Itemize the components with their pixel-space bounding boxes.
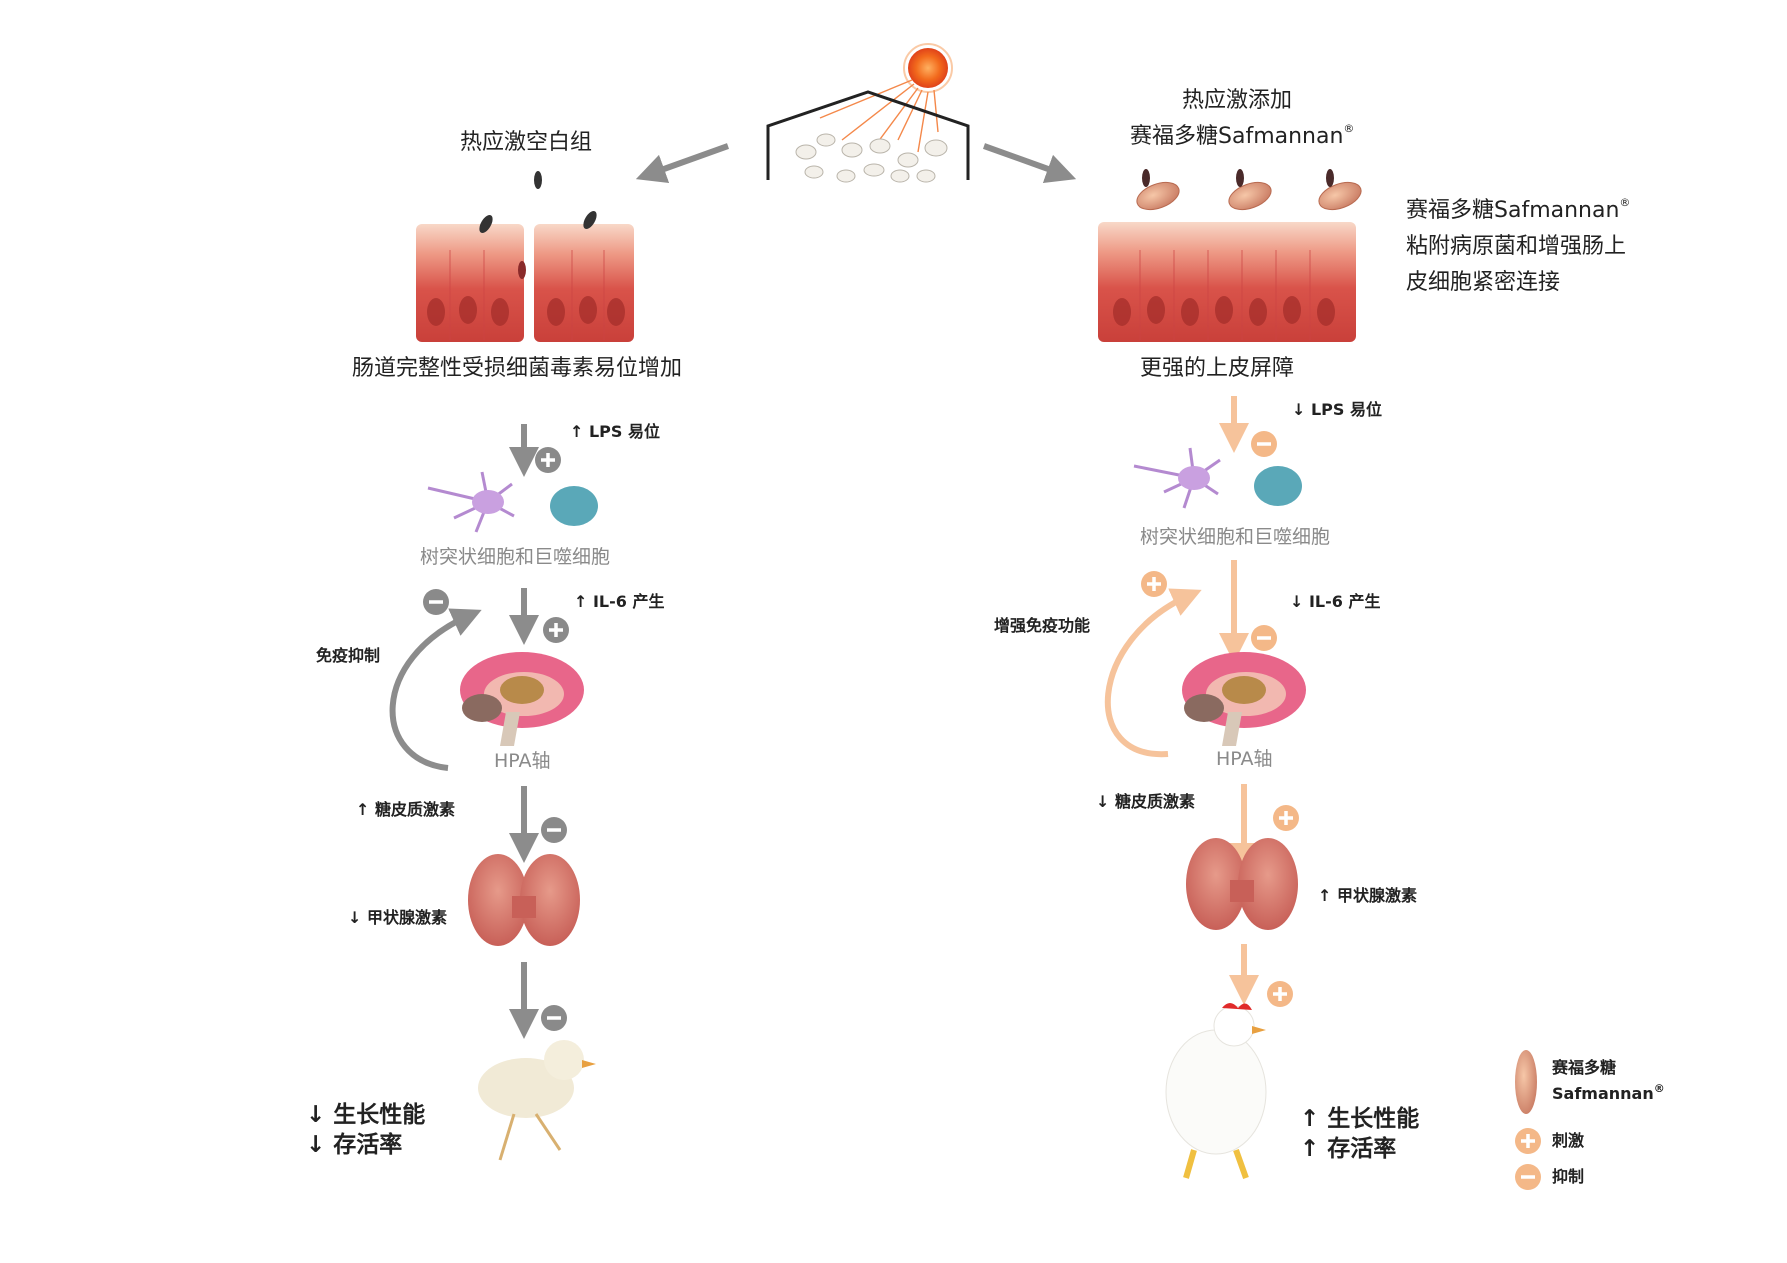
- healthy-intestine-icon: [1098, 169, 1362, 342]
- right-survival-label: ↑ 存活率: [1300, 1136, 1397, 1162]
- right-thyroid-label: ↑ 甲状腺激素: [1318, 886, 1417, 905]
- inhibit-icon: [423, 589, 449, 615]
- inhibit-icon: [1251, 625, 1277, 651]
- macrophage-icon: [1254, 466, 1302, 506]
- stimulate-icon: [1141, 571, 1167, 597]
- legend-stimulate-icon: [1515, 1128, 1541, 1154]
- inhibit-icon: [541, 1005, 567, 1031]
- legend-safmannan-line2: Safmannan®: [1552, 1082, 1665, 1103]
- brain-icon: [1182, 652, 1306, 746]
- side-note-line3: 皮细胞紧密连接: [1406, 270, 1561, 295]
- stimulate-icon: [1273, 805, 1299, 831]
- thyroid-icon: [1186, 838, 1298, 930]
- left-cells-label: 树突状细胞和巨噬细胞: [420, 546, 611, 568]
- legend-inhibit-label: 抑制: [1552, 1167, 1585, 1186]
- left-growth-label: ↓ 生长性能: [306, 1102, 426, 1128]
- right-hpa-label: HPA轴: [1216, 748, 1273, 770]
- legend-safmannan-line1: 赛福多糖: [1552, 1058, 1617, 1077]
- left-survival-label: ↓ 存活率: [306, 1132, 403, 1158]
- brain-icon: [460, 652, 584, 746]
- left-barrier-caption: 肠道完整性受损细菌毒素易位增加: [352, 356, 683, 381]
- left-group-title: 热应激空白组: [460, 130, 593, 155]
- right-group-title-line2: 赛福多糖Safmannan®: [1130, 122, 1355, 149]
- legend-inhibit-icon: [1515, 1164, 1541, 1190]
- stimulate-icon: [535, 447, 561, 473]
- right-feedback-arrow: [1104, 588, 1202, 758]
- small-chick-icon: [478, 1040, 596, 1161]
- healthy-chicken-icon: [1165, 1003, 1267, 1180]
- right-cortisol-label: ↓ 糖皮质激素: [1096, 792, 1195, 811]
- side-note-line2: 粘附病原菌和增强肠上: [1406, 234, 1627, 259]
- left-il6-label: ↑ IL-6 产生: [574, 592, 665, 611]
- inhibit-icon: [541, 817, 567, 843]
- thyroid-icon: [468, 854, 580, 946]
- right-feedback-label: 增强免疫功能: [994, 616, 1091, 635]
- left-cortisol-label: ↑ 糖皮质激素: [356, 800, 455, 819]
- stimulate-icon: [1267, 981, 1293, 1007]
- left-lps-label: ↑ LPS 易位: [570, 422, 660, 441]
- dendritic-cell-icon: [427, 471, 515, 533]
- left-feedback-arrow: [389, 608, 482, 771]
- right-cells-label: 树突状细胞和巨噬细胞: [1140, 526, 1331, 548]
- left-thyroid-label: ↓ 甲状腺激素: [348, 908, 447, 927]
- flock-icon: [795, 133, 948, 183]
- left-feedback-label: 免疫抑制: [316, 646, 381, 665]
- dendritic-cell-icon: [1133, 447, 1221, 509]
- macrophage-icon: [550, 486, 598, 526]
- safmannan-icon: [1515, 1050, 1537, 1114]
- legend-stimulate-label: 刺激: [1552, 1131, 1585, 1150]
- side-note-line1: 赛福多糖Safmannan®: [1406, 196, 1631, 223]
- right-group-title-line1: 热应激添加: [1182, 88, 1293, 113]
- damaged-intestine-icon: [416, 171, 634, 342]
- right-lps-label: ↓ LPS 易位: [1292, 400, 1382, 419]
- inhibit-icon: [1251, 431, 1277, 457]
- left-hpa-label: HPA轴: [494, 750, 551, 772]
- right-barrier-caption: 更强的上皮屏障: [1140, 356, 1295, 381]
- right-il6-label: ↓ IL-6 产生: [1290, 592, 1381, 611]
- barn-icon: [766, 90, 970, 180]
- stimulate-icon: [543, 617, 569, 643]
- arrow-to-left-group: [635, 143, 730, 184]
- sun-icon: [819, 43, 953, 153]
- right-growth-label: ↑ 生长性能: [1300, 1106, 1420, 1132]
- arrow-to-right-group: [982, 143, 1077, 184]
